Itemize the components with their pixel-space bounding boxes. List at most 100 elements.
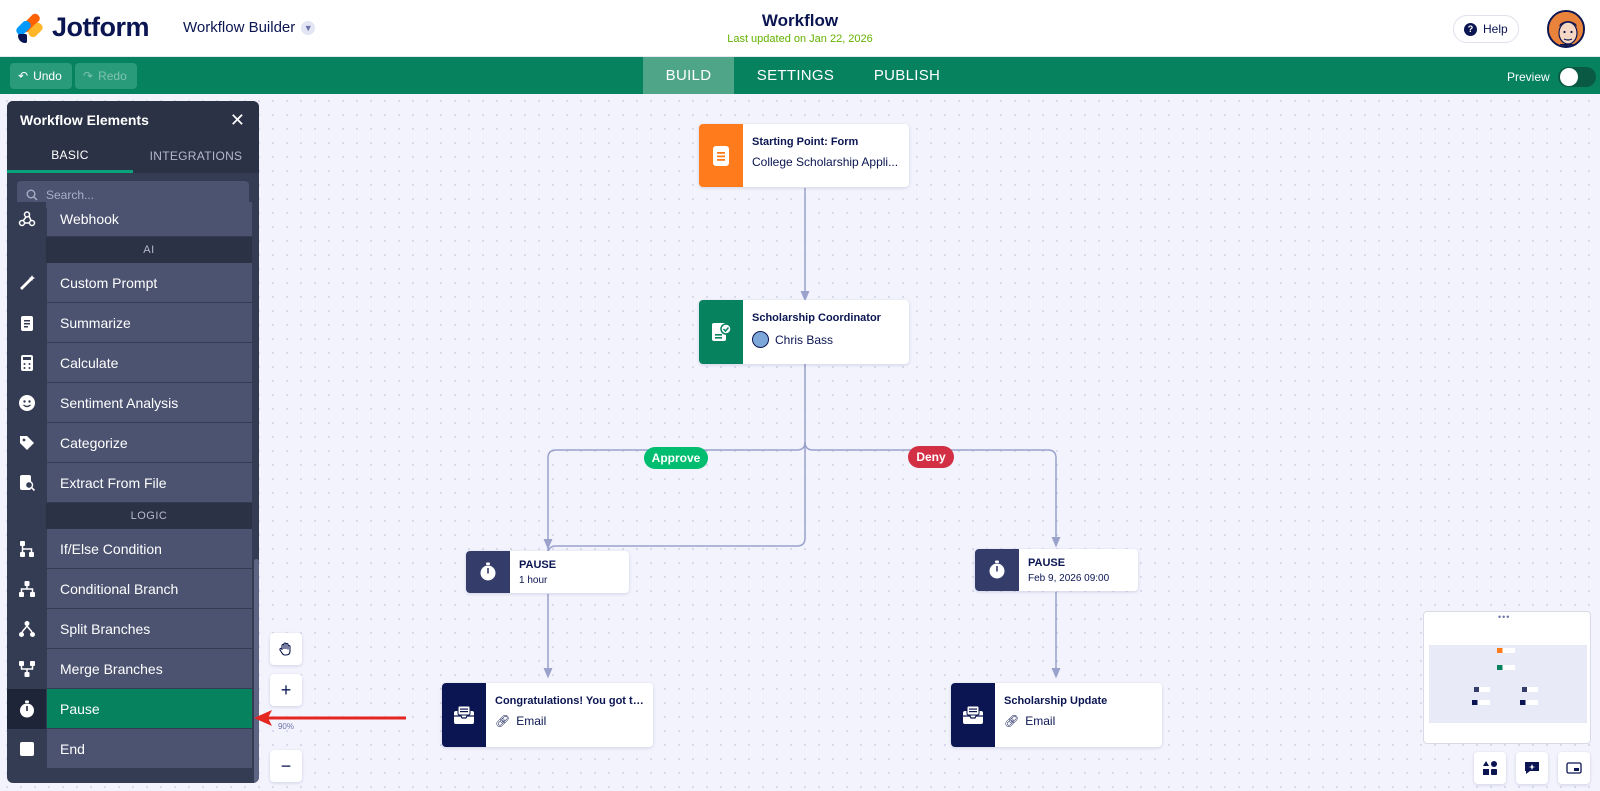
- form-icon: [713, 145, 729, 166]
- split-icon: [7, 609, 46, 649]
- edge-deny-branch: [804, 441, 1061, 548]
- workflow-builder-dropdown[interactable]: Workflow Builder ▼: [183, 19, 316, 36]
- link-icon: 🔗︎: [495, 714, 511, 728]
- tab-build[interactable]: BUILD: [643, 57, 734, 94]
- node-email-left[interactable]: Congratulations! You got the ... 🔗︎ Emai…: [442, 683, 653, 747]
- sidebar-item-calculate[interactable]: Calculate: [7, 343, 252, 383]
- tab-settings[interactable]: SETTINGS: [756, 67, 835, 84]
- node-pause-right-subtitle: Feb 9, 2026 09:00: [1028, 573, 1110, 584]
- logo-text: Jotform: [52, 11, 150, 42]
- stopwatch-icon: [480, 562, 496, 581]
- minimap-node: [1522, 687, 1538, 692]
- node-pause-right[interactable]: PAUSE Feb 9, 2026 09:00: [975, 549, 1138, 591]
- redo-button[interactable]: ↷ Redo: [75, 63, 137, 89]
- calculator-icon: [7, 343, 46, 383]
- node-coordinator-assignee: Chris Bass: [752, 331, 901, 348]
- top-header: Jotform Workflow Builder ▼ Workflow Last…: [0, 0, 1600, 57]
- node-coordinator-title: Scholarship Coordinator: [752, 312, 881, 324]
- summarize-doc-icon: [7, 303, 46, 343]
- minimap-toggle-button[interactable]: [1558, 752, 1590, 784]
- ai-assistant-button[interactable]: [1516, 752, 1548, 784]
- sidebar-item-label: Extract From File: [47, 463, 252, 502]
- zoom-out-button[interactable]: −: [270, 750, 302, 782]
- file-search-icon: [7, 463, 46, 503]
- sidebar-item-summarize[interactable]: Summarize: [7, 303, 252, 343]
- sidebar-item-label: Summarize: [47, 303, 252, 342]
- sidebar-item-categorize[interactable]: Categorize: [7, 423, 252, 463]
- shapes-button[interactable]: [1474, 752, 1506, 784]
- user-avatar[interactable]: [1547, 10, 1585, 48]
- tab-publish[interactable]: PUBLISH: [873, 67, 941, 84]
- jotform-logo[interactable]: Jotform: [14, 10, 150, 44]
- builder-menu-label: Workflow Builder: [183, 19, 296, 36]
- node-pause-left[interactable]: PAUSE 1 hour: [466, 551, 629, 593]
- node-scholarship-coordinator[interactable]: Scholarship Coordinator Chris Bass: [699, 300, 909, 364]
- help-button[interactable]: ? Help: [1453, 15, 1519, 43]
- workflow-canvas[interactable]: [0, 94, 1600, 791]
- minimap-drag-handle-icon[interactable]: •••: [1498, 612, 1511, 622]
- annotation-arrow-icon: [254, 710, 406, 726]
- sidebar-item-label: Custom Prompt: [47, 263, 252, 302]
- node-email-left-type: 🔗︎ Email: [495, 714, 645, 728]
- minimap-node: [1497, 648, 1515, 653]
- sidebar-item-split-branches[interactable]: Split Branches: [7, 609, 252, 649]
- jotform-logo-mark-icon: [14, 10, 45, 44]
- node-starting-point-form[interactable]: Starting Point: Form College Scholarship…: [699, 124, 909, 187]
- node-start-icon-box: [699, 124, 743, 187]
- deny-branch-label[interactable]: Deny: [908, 446, 954, 468]
- panel-scrollbar[interactable]: [254, 559, 259, 783]
- sidebar-item-if-else-condition[interactable]: If/Else Condition: [7, 529, 252, 569]
- search-icon: [26, 189, 38, 200]
- workflow-elements-panel: Workflow Elements ✕ BASIC INTEGRATIONS S…: [7, 101, 259, 783]
- tab-basic[interactable]: BASIC: [7, 139, 133, 173]
- node-email-right[interactable]: Scholarship Update 🔗︎ Email: [951, 683, 1162, 747]
- stop-square-icon: [7, 729, 46, 769]
- sidebar-item-pause[interactable]: Pause: [7, 689, 252, 729]
- node-start-subtitle: College Scholarship Appli...: [752, 155, 899, 169]
- sidebar-item-conditional-branch[interactable]: Conditional Branch: [7, 569, 252, 609]
- close-icon[interactable]: ✕: [229, 109, 245, 130]
- node-pause-left-subtitle: 1 hour: [519, 575, 548, 586]
- zoom-level: 90%: [277, 722, 294, 731]
- stopwatch-icon: [989, 560, 1005, 579]
- sidebar-item-label: Categorize: [47, 423, 252, 462]
- sidebar-item-sentiment-analysis[interactable]: Sentiment Analysis: [7, 383, 252, 423]
- sidebar-item-extract-from-file[interactable]: Extract From File: [7, 463, 252, 503]
- shapes-icon: [1483, 761, 1497, 775]
- undo-label: Undo: [33, 69, 62, 83]
- preview-toggle[interactable]: [1557, 67, 1596, 87]
- sidebar-item-label: Conditional Branch: [47, 569, 252, 608]
- user-avatar-portrait-icon: [1549, 12, 1583, 46]
- panel-tabs: BASIC INTEGRATIONS: [7, 139, 259, 173]
- search-input[interactable]: Search...: [46, 187, 95, 202]
- zoom-in-button[interactable]: +: [270, 674, 302, 706]
- minus-icon: −: [280, 755, 292, 776]
- workflow-edges: [543, 188, 1061, 679]
- undo-button[interactable]: ↶ Undo: [10, 63, 72, 89]
- minimap[interactable]: •••: [1423, 611, 1591, 744]
- sidebar-item-webhook[interactable]: Webhook: [7, 202, 252, 236]
- section-ai: AI: [46, 237, 252, 263]
- sidebar-item-end[interactable]: End: [7, 729, 252, 769]
- sidebar-item-custom-prompt[interactable]: Custom Prompt: [7, 263, 252, 303]
- node-start-title: Starting Point: Form: [752, 136, 859, 148]
- if-else-icon: [7, 529, 46, 569]
- node-coordinator-subtitle: Chris Bass: [775, 332, 834, 347]
- approve-branch-label[interactable]: Approve: [644, 447, 708, 469]
- sidebar-item-label: Split Branches: [47, 609, 252, 648]
- undo-arrow-icon: ↶: [18, 69, 29, 83]
- node-coordinator-icon-box: [699, 300, 743, 364]
- node-email-right-title: Scholarship Update: [1004, 695, 1108, 707]
- sidebar-item-label: Pause: [47, 689, 252, 728]
- node-pause-left-title: PAUSE: [519, 559, 557, 571]
- tag-icon: [7, 423, 46, 463]
- preview-label: Preview: [1507, 70, 1550, 84]
- sidebar-item-merge-branches[interactable]: Merge Branches: [7, 649, 252, 689]
- tab-integrations[interactable]: INTEGRATIONS: [149, 149, 243, 163]
- panel-title: Workflow Elements: [20, 112, 149, 128]
- sidebar-item-label: Webhook: [47, 202, 252, 236]
- section-logic: LOGIC: [46, 503, 252, 529]
- pan-hand-button[interactable]: [270, 633, 302, 665]
- node-email-left-icon-box: [442, 683, 486, 747]
